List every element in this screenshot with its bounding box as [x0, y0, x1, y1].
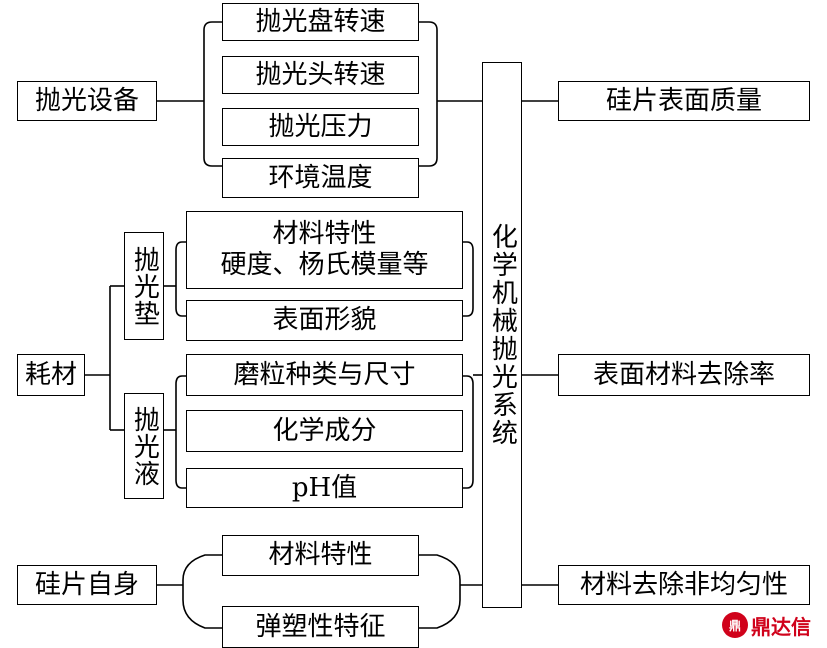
slurry-box: 抛光液 — [124, 393, 164, 499]
pad-material-line2: 硬度、杨氏模量等 — [220, 250, 429, 280]
factor-pressure: 抛光压力 — [222, 108, 419, 146]
equipment-box: 抛光设备 — [17, 81, 157, 121]
output-removal-rate: 表面材料去除率 — [558, 354, 810, 396]
factor-head-speed: 抛光头转速 — [222, 56, 419, 94]
pad-surface-morphology: 表面形貌 — [186, 300, 463, 341]
pad-material-line1: 材料特性 — [272, 219, 377, 250]
output-nonuniformity: 材料去除非均匀性 — [558, 565, 810, 605]
slurry-chemistry: 化学成分 — [186, 410, 463, 452]
cmp-system-box: 化学机械抛光系统 — [482, 62, 522, 608]
watermark: 鼎 鼎达信 — [722, 610, 811, 640]
wafer-material-properties: 材料特性 — [222, 535, 419, 576]
watermark-logo-icon: 鼎 — [722, 612, 748, 638]
watermark-text: 鼎达信 — [751, 614, 811, 639]
factor-temperature: 环境温度 — [222, 158, 419, 198]
wafer-elastoplastic: 弹塑性特征 — [222, 606, 419, 648]
wafer-box: 硅片自身 — [17, 565, 157, 605]
slurry-ph: pH值 — [186, 468, 463, 508]
pad-material-properties: 材料特性 硬度、杨氏模量等 — [186, 211, 463, 289]
consumables-box: 耗材 — [17, 354, 85, 396]
factor-platen-speed: 抛光盘转速 — [222, 3, 419, 41]
pad-box: 抛光垫 — [124, 232, 164, 340]
output-surface-quality: 硅片表面质量 — [558, 81, 810, 121]
slurry-abrasive: 磨粒种类与尺寸 — [186, 354, 463, 396]
